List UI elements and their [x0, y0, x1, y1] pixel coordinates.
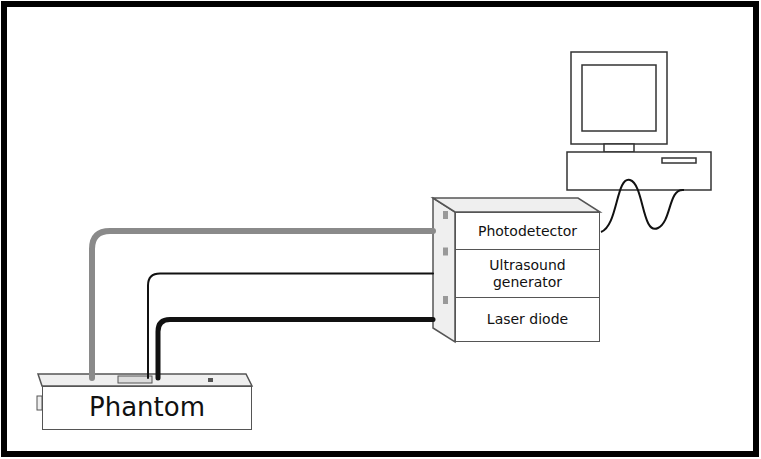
stack-side — [433, 198, 455, 342]
phantom-top — [38, 374, 252, 386]
port — [443, 248, 448, 256]
phantom-dot — [208, 378, 213, 382]
computer-icon — [567, 52, 711, 190]
port — [443, 211, 448, 219]
stack-top — [433, 198, 600, 212]
laser-fiber — [158, 320, 433, 379]
frame — [4, 4, 756, 454]
photodetector-box: Photodetector — [455, 212, 600, 250]
node-label: Photodetector — [478, 223, 577, 239]
node-label: Phantom — [89, 393, 205, 423]
signal-cable — [148, 274, 433, 379]
node-label: Ultrasound generator — [462, 257, 593, 289]
node-label: Laser diode — [487, 311, 568, 327]
laser-box: Laser diode — [455, 297, 600, 342]
ultrasound-box: Ultrasound generator — [455, 249, 600, 299]
optical-fiber — [92, 231, 433, 378]
transducer-slot — [118, 376, 152, 383]
phantom-box: Phantom — [42, 386, 252, 430]
computer-cable — [601, 180, 684, 232]
port — [443, 296, 448, 304]
